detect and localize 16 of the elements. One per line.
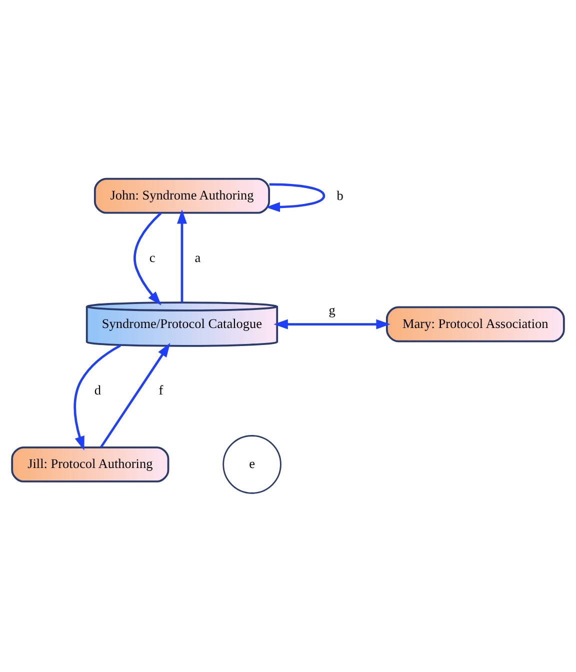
edge-label: b [336,188,344,203]
arrow [266,183,326,212]
arrow [74,344,121,451]
node-box: Mary: Protocol Association [386,306,565,342]
label: e [249,456,255,471]
edge-label: c [149,250,156,265]
arrow [177,209,187,302]
node-box: John: Syndrome Authoring [94,178,270,214]
edge-label: d [94,382,102,398]
arrow [100,342,170,448]
node-box: Jill: Protocol Authoring [11,446,170,482]
edge-label: f [158,382,164,398]
edge-label: g [328,302,336,318]
arrow [274,319,390,330]
edge-label: a [194,250,201,265]
arrow [134,212,162,306]
